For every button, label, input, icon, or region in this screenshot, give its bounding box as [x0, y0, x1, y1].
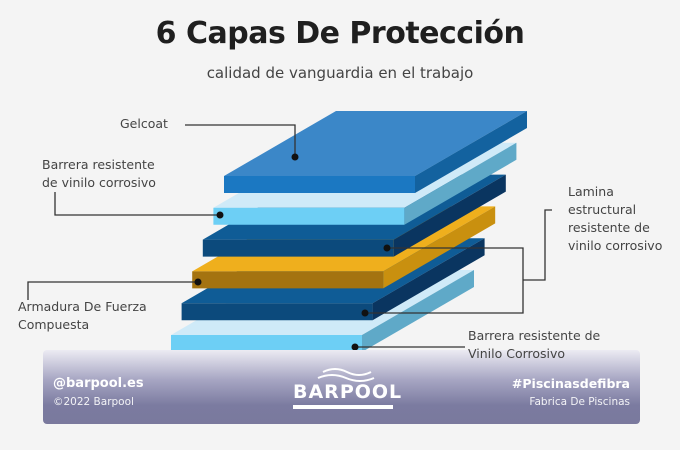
layer-side-face: [404, 142, 517, 225]
layer-side-face: [393, 174, 506, 257]
leader-dot: [361, 309, 369, 317]
layer-front-face: [224, 176, 415, 193]
label-line: Armadura De Fuerza: [18, 299, 147, 314]
layer-front-face: [181, 303, 373, 321]
label-barrera-bottom: Barrera resistente de Vinilo Corrosivo: [468, 327, 600, 363]
layer-top-face: [224, 111, 527, 176]
label-line: vinilo corrosivo: [568, 238, 663, 253]
tagline: Fabrica De Piscinas: [529, 396, 630, 408]
label-armadura: Armadura De Fuerza Compuesta: [18, 298, 147, 334]
label-line: Compuesta: [18, 317, 90, 332]
footer-banner: @barpool.es ©2022 Barpool BARPOOL #Pisci…: [43, 350, 640, 424]
leader-dot: [194, 278, 202, 286]
layer-side-face: [372, 238, 485, 321]
layer-front-face: [192, 271, 384, 289]
layer-front-face: [202, 239, 394, 257]
leader-line: [185, 124, 296, 157]
page-title: 6 Capas De Protección: [155, 16, 525, 51]
leader-line: [27, 281, 198, 300]
label-line: Vinilo Corrosivo: [468, 346, 566, 361]
leader-dot: [351, 343, 359, 351]
label-line: Lamina: [568, 184, 614, 199]
label-line: Barrera resistente: [42, 157, 155, 172]
hashtag[interactable]: #Piscinasdefibra: [511, 376, 630, 391]
barpool-logo: BARPOOL: [288, 366, 403, 412]
leader-dot: [383, 244, 391, 252]
label-line: Barrera resistente de: [468, 328, 601, 343]
layer-side-face: [362, 270, 474, 352]
label-lamina: Lamina estructural resistente de vinilo …: [568, 183, 662, 255]
leader-dot: [216, 211, 224, 219]
copyright: ©2022 Barpool: [53, 396, 134, 408]
leader-dot: [291, 153, 299, 161]
label-gelcoat: Gelcoat: [120, 116, 168, 131]
wave-icon: [293, 368, 393, 409]
page-subtitle: calidad de vanguardia en el trabajo: [206, 64, 474, 82]
layer-1: [224, 111, 527, 193]
label-line: resistente de: [568, 220, 650, 235]
label-line: de vinilo corrosivo: [42, 175, 156, 190]
label-barrera-top: Barrera resistente de vinilo corrosivo: [42, 156, 156, 192]
logo-text: BARPOOL: [293, 381, 403, 403]
leader-line: [54, 192, 220, 216]
layer-side-face: [415, 111, 527, 193]
leader-line: [365, 209, 552, 314]
layer-front-face: [171, 335, 362, 352]
label-line: estructural: [568, 202, 637, 217]
social-handle[interactable]: @barpool.es: [53, 376, 144, 391]
layer-front-face: [213, 207, 405, 225]
